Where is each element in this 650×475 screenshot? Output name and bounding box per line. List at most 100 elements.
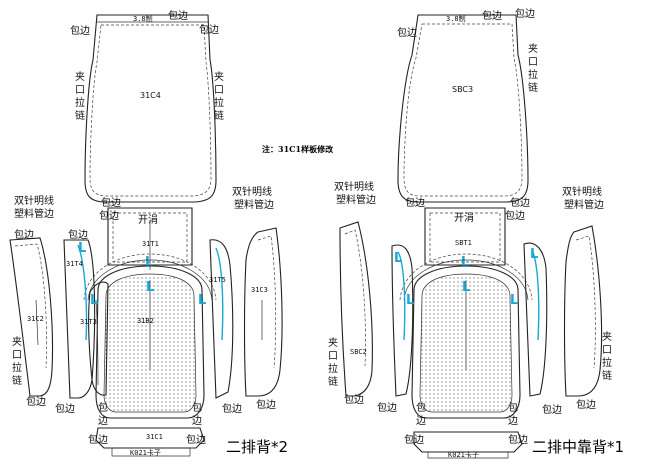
svg-text:包: 包 <box>416 401 426 414</box>
svg-text:L: L <box>530 247 538 262</box>
panel-31c3: 31C3 <box>243 227 283 397</box>
svg-text:包边: 包边 <box>576 398 596 411</box>
svg-text:3.8制: 3.8制 <box>446 14 466 23</box>
svg-text:夹: 夹 <box>214 70 224 83</box>
svg-text:包: 包 <box>98 401 108 414</box>
svg-text:包边: 包边 <box>404 433 424 446</box>
svg-text:链: 链 <box>602 369 612 382</box>
svg-text:链: 链 <box>214 109 224 122</box>
label-sbc3: SBC3 <box>452 85 473 94</box>
label-31c1: 31C1 <box>146 433 163 441</box>
svg-text:口: 口 <box>328 351 338 362</box>
svg-text:包边: 包边 <box>397 26 417 39</box>
l-mark: L <box>78 241 86 256</box>
svg-text:链: 链 <box>75 109 85 122</box>
label-31t3: 31T3 <box>80 318 97 326</box>
left-assembly: 31C4 3.8制 包边 包边 包边 夹口 拉链 夹口 拉链 开涓 31T1 L… <box>9 9 288 457</box>
svg-text:夹: 夹 <box>12 335 22 348</box>
panel-31c2: 31C2 <box>9 237 54 397</box>
svg-text:包边: 包边 <box>14 228 34 241</box>
svg-text:拉: 拉 <box>528 68 538 81</box>
label-31t1: 31T1 <box>142 240 159 248</box>
svg-text:包边: 包边 <box>55 402 75 415</box>
svg-text:边: 边 <box>508 415 518 427</box>
panel-sbt1: 开涓 SBT1 L <box>424 207 506 270</box>
left-side-labels: 双针明线 塑料管边 双针明线 塑料管边 包边 包边 包边 包边 包边 包边 包边… <box>12 185 276 446</box>
svg-text:链: 链 <box>12 374 22 387</box>
svg-text:塑料管边: 塑料管边 <box>336 193 376 206</box>
svg-text:包边: 包边 <box>508 433 528 446</box>
label-wrap-edge: 包边 <box>168 9 188 22</box>
svg-text:包边: 包边 <box>344 393 364 406</box>
svg-text:拉: 拉 <box>12 361 22 374</box>
svg-text:边: 边 <box>192 415 202 427</box>
svg-text:边: 边 <box>416 415 426 427</box>
svg-text:链: 链 <box>528 81 538 94</box>
panel-right-clip: K021卡子 <box>413 431 523 459</box>
panel-31c4: 31C4 3.8制 包边 包边 包边 <box>70 9 219 203</box>
panel-right-main: L <box>411 265 521 419</box>
svg-text:包边: 包边 <box>377 401 397 414</box>
label-sbc2: SBC2 <box>350 348 367 356</box>
panel-31t3: 31T3 L <box>80 281 109 396</box>
svg-text:包: 包 <box>192 401 202 414</box>
svg-text:包边: 包边 <box>222 402 242 415</box>
svg-text:L: L <box>461 255 469 270</box>
label-31t4: 31T4 <box>66 260 83 268</box>
svg-text:拉: 拉 <box>75 96 85 109</box>
svg-text:K021卡子: K021卡子 <box>448 450 479 459</box>
svg-text:L: L <box>510 293 518 308</box>
svg-text:包边: 包边 <box>505 209 525 222</box>
svg-text:双针明线: 双针明线 <box>562 185 602 198</box>
label-sbt1: SBT1 <box>455 239 472 247</box>
svg-text:包边: 包边 <box>186 433 206 446</box>
svg-text:链: 链 <box>328 375 338 388</box>
svg-text:塑料管边: 塑料管边 <box>14 207 54 220</box>
label-wrap-edge: 包边 <box>101 196 121 209</box>
svg-text:口: 口 <box>75 85 85 96</box>
svg-text:L: L <box>462 280 470 295</box>
label-31c2: 31C2 <box>27 315 44 323</box>
svg-text:塑料管边: 塑料管边 <box>564 198 604 211</box>
svg-text:L: L <box>406 293 414 308</box>
panel-31b2: 31B2 L <box>95 265 205 419</box>
svg-text:夹: 夹 <box>75 70 85 83</box>
pipe-band-left <box>83 253 217 301</box>
svg-text:包边: 包边 <box>482 9 502 22</box>
panel-31t4: 31T4 L <box>63 239 96 399</box>
title-left: 二排背*2 <box>226 438 288 456</box>
svg-text:包: 包 <box>508 401 518 414</box>
svg-text:包边: 包边 <box>26 395 46 408</box>
svg-text:边: 边 <box>98 415 108 427</box>
svg-text:口: 口 <box>12 350 22 361</box>
label-wrap-edge: 包边 <box>99 209 119 222</box>
svg-text:拉: 拉 <box>214 96 224 109</box>
panel-31c1: 31C1 K021卡子 <box>95 427 205 457</box>
svg-text:包边: 包边 <box>542 403 562 416</box>
panel-right-inner-right: L L <box>510 242 548 397</box>
note-text: 注：31C1样板修改 <box>262 144 334 154</box>
svg-text:拉: 拉 <box>328 362 338 375</box>
panel-sbc2: SBC2 <box>339 221 373 397</box>
svg-text:包边: 包边 <box>405 196 425 209</box>
svg-text:夹: 夹 <box>602 330 612 343</box>
svg-text:口: 口 <box>528 57 538 68</box>
svg-text:双针明线: 双针明线 <box>232 185 272 198</box>
svg-text:口: 口 <box>602 345 612 356</box>
panel-right-inner-left: L L <box>391 244 414 397</box>
l-mark: L <box>145 255 153 270</box>
label-seam-3-8: 3.8制 <box>133 14 153 23</box>
svg-text:夹: 夹 <box>328 336 338 349</box>
label-31c3: 31C3 <box>251 286 268 294</box>
l-mark: L <box>198 293 206 308</box>
label-31c4: 31C4 <box>140 91 161 100</box>
panel-sbc3: SBC3 3.8制 包边 包边 包边 夹口 拉链 <box>397 7 538 203</box>
zipper-label-left-1: 夹口 拉链 <box>75 70 85 122</box>
svg-text:包边: 包边 <box>510 196 530 209</box>
svg-text:双针明线: 双针明线 <box>14 194 54 207</box>
svg-text:包边: 包边 <box>68 228 88 241</box>
svg-text:开涓: 开涓 <box>454 212 474 224</box>
svg-text:包边: 包边 <box>88 433 108 446</box>
label-31b2: 31B2 <box>137 317 154 325</box>
